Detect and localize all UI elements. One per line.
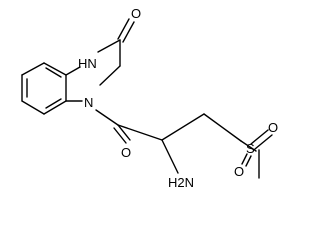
atom-label-carbonyl-o-bottom: O [121, 145, 131, 160]
bond [245, 155, 252, 167]
atom-label-amine: H2N [168, 175, 194, 190]
double-bond-inner [45, 67, 62, 78]
bond [240, 140, 257, 152]
bond [241, 153, 248, 165]
bond [65, 66, 81, 76]
atom-label-sulfur: S [246, 141, 255, 156]
bond [43, 62, 67, 76]
atom-label-carbonyl-o-top: O [131, 6, 141, 21]
bond [161, 139, 179, 174]
double-bond [113, 127, 127, 144]
pyrazinone-ring [65, 39, 121, 102]
bond [21, 62, 45, 76]
double-bond [122, 21, 135, 43]
bond [43, 100, 67, 115]
bond [161, 113, 205, 141]
bond [95, 109, 119, 126]
chemical-structure: O HN N O H2N S O O [21, 6, 278, 190]
bond [250, 129, 269, 145]
double-bond [117, 18, 130, 40]
atom-label-sulfonyl-o-right: O [268, 120, 278, 135]
bond [117, 124, 163, 141]
bond [97, 39, 121, 53]
benzene-ring [21, 62, 67, 115]
bond [254, 134, 273, 150]
bond [99, 65, 121, 86]
atom-label-ring-n: N [84, 95, 93, 110]
double-bond-inner [45, 98, 62, 109]
atom-label-amide-nh: HN [78, 56, 97, 71]
atom-label-sulfonyl-o-bottom: O [234, 164, 244, 179]
bond [21, 100, 45, 115]
double-bond [117, 124, 131, 141]
bond [203, 113, 242, 142]
